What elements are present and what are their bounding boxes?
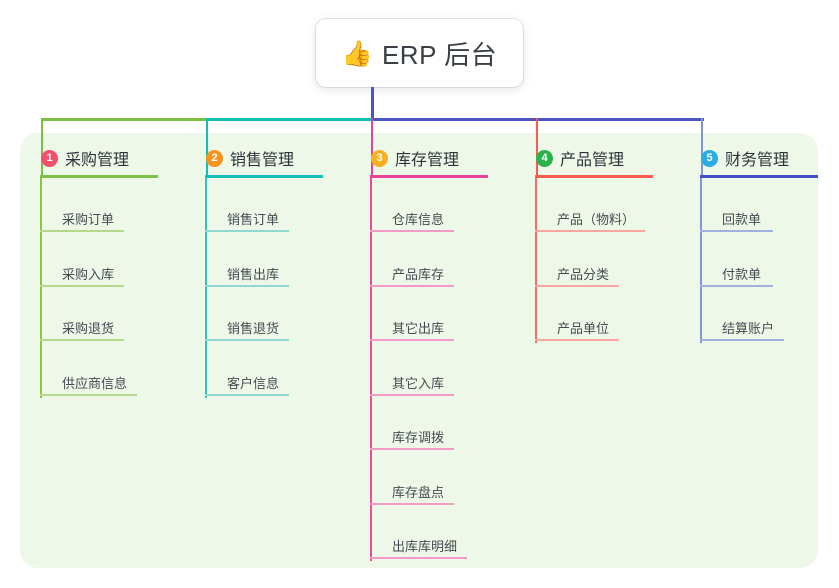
leaf-item-label: 产品单位: [557, 321, 610, 336]
root-drop-line: [371, 87, 374, 121]
column-stem-3: [371, 118, 373, 175]
column-header-2[interactable]: 2 销售管理: [195, 145, 294, 171]
leaf-item-label: 其它入库: [392, 375, 445, 391]
leaf-item-rule: [40, 230, 124, 232]
column-badge-4: 4: [536, 149, 553, 167]
column-badge-1: 1: [41, 149, 58, 167]
leaf-item-label: 产品分类: [557, 266, 610, 282]
leaf-item-rule: [40, 284, 124, 287]
column-title-3: 库存管理: [395, 152, 460, 169]
leaf-item-label: 采购入库: [62, 266, 115, 282]
column-title-5: 财务管理: [725, 152, 790, 169]
leaf-item-label: 付款单: [722, 266, 762, 282]
leaf-item-label: 产品（物料）: [557, 212, 636, 227]
column-spine-2: [205, 178, 207, 398]
column-badge-2: 2: [206, 149, 223, 167]
column-badge-3: 3: [371, 149, 388, 167]
column-4: 4 产品管理产品（物料） 产品分类产品单位: [525, 145, 653, 343]
column-stem-4: [536, 118, 538, 175]
leaf-item-label: 供应商信息: [62, 375, 128, 391]
column-header-1[interactable]: 1 采购管理: [30, 145, 129, 171]
leaf-item-rule: [205, 339, 289, 341]
column-3: 3 库存管理仓库信息产品库存其它出库其它入库库存调拨库存盘点出库库明细: [360, 145, 488, 561]
column-rule-2: [205, 175, 323, 178]
leaf-item-label: 采购退货: [62, 321, 115, 336]
column-stem-5: [701, 118, 703, 175]
bus-segment-teal: [206, 118, 374, 121]
leaf-item-rule: [40, 339, 124, 341]
leaf-item-rule: [370, 284, 454, 287]
leaf-item-rule: [535, 284, 619, 287]
leaf-item-label: 销售订单: [227, 212, 280, 227]
leaf-item-label: 销售退货: [227, 321, 280, 336]
root-node-label: ERP 后台: [381, 39, 498, 70]
leaf-item-rule: [370, 502, 454, 505]
leaf-item-label: 库存调拨: [392, 430, 445, 445]
leaf-item-rule: [40, 393, 137, 396]
leaf-item-label: 仓库信息: [392, 212, 445, 227]
leaf-item-label: 销售出库: [227, 266, 280, 282]
leaf-item-label: 产品库存: [392, 266, 445, 282]
leaf-item-label: 其它出库: [392, 321, 445, 336]
leaf-item-rule: [700, 230, 773, 232]
column-spine-4: [535, 178, 537, 343]
column-spine-1: [40, 178, 42, 398]
leaf-item-rule: [535, 230, 645, 232]
column-title-1: 采购管理: [65, 152, 130, 169]
column-2: 2 销售管理销售订单销售出库销售退货客户信息: [195, 145, 323, 398]
column-title-4: 产品管理: [560, 152, 625, 169]
leaf-item-label: 出库库明细: [392, 539, 458, 554]
column-rule-3: [370, 175, 488, 178]
column-rule-1: [40, 175, 158, 178]
leaf-item-rule: [370, 339, 454, 341]
column-title-2: 销售管理: [230, 152, 295, 169]
column-badge-5: 5: [701, 149, 718, 167]
root-node-content: 👍 ERP 后台: [342, 35, 497, 72]
leaf-item-label: 库存盘点: [392, 484, 445, 500]
column-spine-3: [370, 178, 372, 561]
column-rule-5: [700, 175, 818, 178]
column-5: 5 财务管理回款单付款单结算账户: [690, 145, 818, 343]
leaf-item-rule: [370, 393, 454, 396]
leaf-item-rule: [370, 230, 454, 232]
bus-segment-green: [41, 118, 209, 121]
thumbs-up-icon: 👍: [341, 38, 373, 68]
diagram-panel: [20, 133, 818, 568]
leaf-item-rule: [205, 230, 289, 232]
leaf-item-rule: [700, 339, 784, 341]
leaf-item-label: 回款单: [722, 212, 762, 227]
leaf-item-rule: [370, 557, 467, 559]
leaf-item-rule: [205, 393, 289, 396]
column-spine-5: [700, 178, 702, 343]
leaf-item-rule: [535, 339, 619, 341]
column-stem-2: [206, 118, 208, 175]
leaf-item-label: 采购订单: [62, 212, 115, 227]
leaf-item-label: 结算账户: [722, 321, 775, 336]
column-rule-4: [535, 175, 653, 178]
column-1: 1 采购管理采购订单采购入库采购退货供应商信息: [30, 145, 158, 398]
leaf-item-rule: [370, 448, 454, 450]
column-stem-1: [41, 118, 43, 175]
leaf-item-label: 客户信息: [227, 375, 280, 391]
root-node-card[interactable]: 👍 ERP 后台: [316, 19, 523, 87]
column-header-3[interactable]: 3 库存管理: [360, 145, 459, 171]
column-header-5[interactable]: 5 财务管理: [690, 145, 789, 171]
column-header-4[interactable]: 4 产品管理: [525, 145, 624, 171]
leaf-item-rule: [700, 284, 773, 287]
leaf-item-rule: [205, 284, 289, 287]
